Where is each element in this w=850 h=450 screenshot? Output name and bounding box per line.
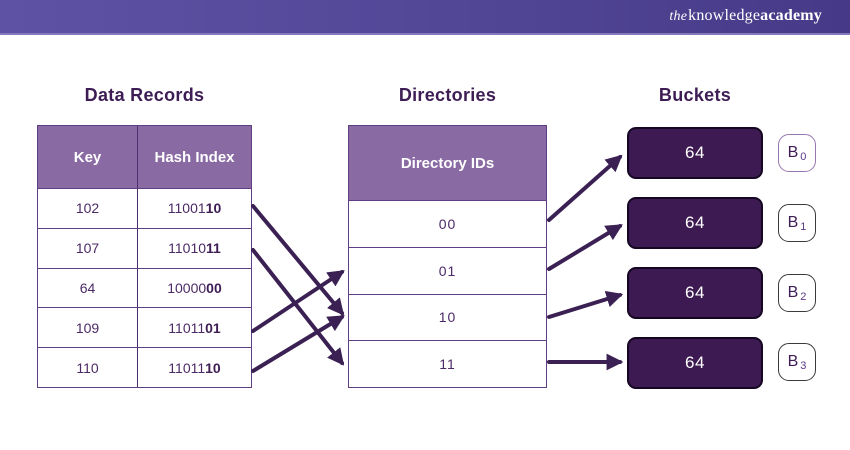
arrow-dir-10-to-bucket-b2 <box>547 290 624 319</box>
key-cell: 107 <box>38 228 138 268</box>
hash-suffix: 10 <box>205 359 221 376</box>
bucket-subscript: 2 <box>800 291 807 303</box>
buckets-title: Buckets <box>658 85 732 105</box>
key-cell: 64 <box>38 268 138 308</box>
directory-row-00: 00 <box>349 200 546 247</box>
header-bar: theknowledgeacademy <box>0 0 850 35</box>
hash-prefix: 11011 <box>168 319 206 336</box>
arrow-hash-110-to-dir-10 <box>251 315 345 373</box>
key-cell: 110 <box>38 348 138 387</box>
arrow-hash-109-to-dir-01 <box>251 270 345 333</box>
logo-word-the: the <box>669 9 688 24</box>
bucket-subscript: 0 <box>800 151 807 163</box>
bucket-box-0: 64 <box>627 127 763 179</box>
column-header-key: Key <box>38 126 138 188</box>
directories-title: Directories <box>398 85 497 105</box>
arrow-hash-102-to-dir-10 <box>251 204 345 316</box>
hash-prefix: 10000 <box>167 279 207 296</box>
bucket-letter: B <box>787 214 799 231</box>
logo-word-academy: academy <box>760 7 822 24</box>
hash-suffix: 10 <box>205 200 222 217</box>
hash-prefix: 11010 <box>168 240 207 257</box>
hash-suffix: 00 <box>206 279 222 296</box>
column-header-hash-index: Hash Index <box>154 148 235 166</box>
logo-word-knowledge: knowledge <box>688 7 761 24</box>
directory-ids-header: Directory IDs <box>349 126 546 200</box>
hash-prefix: 11001 <box>167 200 206 217</box>
bucket-letter: B <box>787 284 799 301</box>
bucket-letter: B <box>787 353 799 370</box>
arrow-dir-00-to-bucket-b0 <box>547 154 623 222</box>
key-cell: 102 <box>38 189 138 228</box>
data-records-header-row: Key Hash Index <box>38 126 251 188</box>
hash-prefix: 11011 <box>168 359 206 376</box>
directories-table: Directory IDs 00 01 10 11 <box>348 125 547 388</box>
bucket-subscript: 3 <box>800 360 807 372</box>
directory-row-01: 01 <box>349 246 546 294</box>
bucket-box-2: 64 <box>627 267 763 319</box>
arrow-dir-01-to-bucket-b1 <box>547 224 623 271</box>
hash-suffix: 11 <box>206 240 221 257</box>
bucket-box-1: 64 <box>627 197 763 249</box>
arrow-hash-107-to-dir-11 <box>251 248 345 366</box>
bucket-box-3: 64 <box>627 337 763 389</box>
directory-row-11: 11 <box>349 340 546 387</box>
directory-row-10: 10 <box>349 293 546 341</box>
bucket-subscript: 1 <box>800 221 807 233</box>
hash-suffix: 01 <box>205 319 221 336</box>
bucket-letter: B <box>787 144 799 161</box>
data-records-title: Data Records <box>84 85 205 105</box>
key-cell: 109 <box>38 308 138 348</box>
brand-logo: theknowledgeacademy <box>669 7 822 25</box>
